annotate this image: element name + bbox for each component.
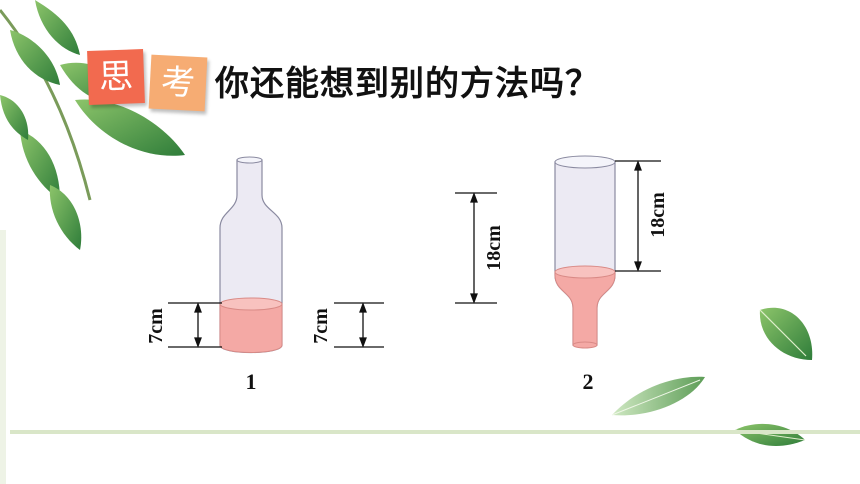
dim-label-2-left: 18cm — [483, 225, 505, 271]
think-badge-char-2: 考 — [148, 54, 208, 112]
think-badge-char-1: 思 — [87, 49, 145, 105]
dimension-1-left — [168, 302, 222, 348]
bottle-figure-1 — [219, 156, 283, 354]
left-edge-stripe — [0, 230, 6, 484]
dimension-2-right — [615, 160, 661, 272]
think-badge-text-1: 思 — [98, 56, 134, 98]
water-fill-1 — [219, 303, 283, 353]
dim-label-1-right: 7cm — [310, 308, 332, 344]
water-fill-2 — [554, 271, 616, 346]
figure-label-1: 1 — [246, 369, 257, 394]
dimension-2-left — [455, 192, 497, 304]
dimension-1-right — [334, 302, 384, 348]
bottle-figure-2 — [554, 155, 616, 349]
figure-label-2: 2 — [583, 369, 594, 394]
dim-label-1-left: 7cm — [145, 308, 167, 344]
question-heading: 你还能想到别的方法吗？ — [215, 64, 600, 104]
leaf-decoration-bottom — [734, 423, 806, 446]
think-badge-text-2: 考 — [159, 62, 197, 104]
floor-line — [10, 430, 860, 434]
dim-label-2-right: 18cm — [647, 192, 669, 238]
leaf-decoration-middle — [611, 376, 705, 416]
leaf-decoration-right — [759, 307, 813, 360]
leaf-branch-decoration — [0, 0, 185, 250]
